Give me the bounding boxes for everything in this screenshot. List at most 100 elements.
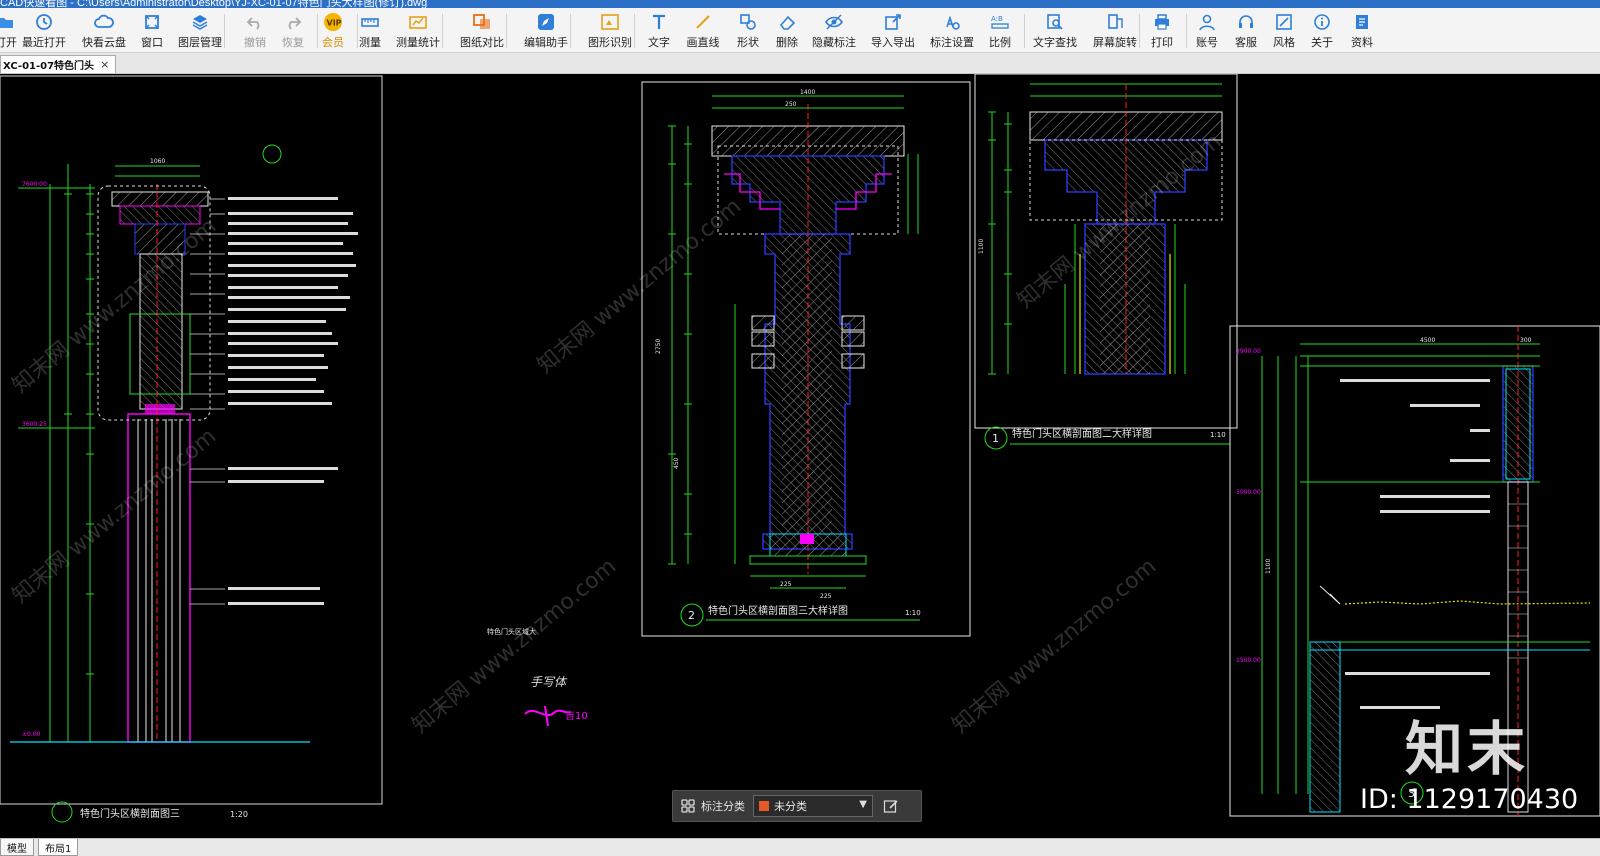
toolbar-button-3[interactable]: 窗口 — [130, 8, 174, 52]
category-color-swatch — [759, 801, 769, 811]
toolbar-button-6[interactable]: 恢复 — [271, 8, 315, 52]
annotation-category-select[interactable]: 未分类 ▼ — [753, 795, 873, 817]
toolbar-button-22[interactable]: 屏幕旋转 — [1093, 8, 1137, 52]
toolbar-button-label: 打印 — [1151, 36, 1173, 49]
toolbar-button-13[interactable]: 文字 — [637, 8, 681, 52]
left-top-dim: 1060 — [150, 158, 165, 165]
toolbar-button-18[interactable]: 导入导出 — [871, 8, 915, 52]
toolbar-separator — [506, 14, 507, 48]
title-bar: CAD快速看图 - C:\Users\Administrator\Desktop… — [0, 0, 1600, 8]
toolbar-button-4[interactable]: 图层管理 — [178, 8, 222, 52]
handwritten-mark: 吉10 — [524, 705, 588, 727]
left-frame — [0, 75, 383, 805]
toolbar-button-label: 账号 — [1196, 36, 1218, 49]
br-title-number: 3 — [1408, 787, 1415, 800]
eye-hide-icon — [824, 12, 844, 32]
right-vert-dim: 1100 — [978, 239, 985, 254]
folder-open-icon — [0, 12, 16, 32]
toolbar-button-15[interactable]: 形状 — [726, 8, 770, 52]
toolbar-button-21[interactable]: 文字查找 — [1033, 8, 1077, 52]
toolbar-button-label: 文字查找 — [1033, 36, 1077, 49]
toolbar-button-8[interactable]: 测量 — [348, 8, 392, 52]
toolbar-separator — [1139, 14, 1140, 48]
toolbar-button-label: 导入导出 — [871, 36, 915, 49]
toolbar-button-16[interactable]: 删除 — [765, 8, 809, 52]
small-caption: 特色门头区域大 — [487, 627, 536, 636]
toolbar-separator — [357, 14, 358, 48]
left-dim-ticks — [64, 193, 94, 743]
toolbar-button-label: 编辑助手 — [524, 36, 568, 49]
toolbar-button-17[interactable]: 隐藏标注 — [812, 8, 856, 52]
toolbar-button-11[interactable]: 编辑助手 — [524, 8, 568, 52]
annotation-settings-icon — [942, 12, 962, 32]
cad-drawing[interactable]: 7600.00 3600.25 ±0.00 1060 特色门头区横剖面图三 1:… — [0, 74, 1600, 838]
toolbar-button-27[interactable]: 关于 — [1300, 8, 1344, 52]
toolbar-button-label: 测量统计 — [396, 36, 440, 49]
svg-text:知末网 www.znzmo.com: 知末网 www.znzmo.com — [533, 194, 746, 379]
toolbar-button-14[interactable]: 画直线 — [681, 8, 725, 52]
eraser-icon — [777, 12, 797, 32]
toolbar-button-25[interactable]: 客服 — [1224, 8, 1268, 52]
document-tab[interactable]: XC-01-07特色门头 × — [0, 55, 117, 73]
measure-icon — [360, 12, 380, 32]
category-grid-icon[interactable] — [681, 799, 695, 813]
toolbar-button-23[interactable]: 打印 — [1140, 8, 1184, 52]
scale-icon: A:B — [990, 12, 1010, 32]
toolbar-button-2[interactable]: 快看云盘 — [82, 8, 126, 52]
toolbar-button-0[interactable]: 打开 — [0, 8, 28, 52]
toolbar-button-5[interactable]: 撤销 — [233, 8, 277, 52]
br-top-dim-2: 300 — [1520, 337, 1532, 344]
toolbar-button-label: 屏幕旋转 — [1093, 36, 1137, 49]
document-tab-bar: XC-01-07特色门头 × — [0, 53, 1600, 74]
tab-model[interactable]: 模型 — [0, 839, 34, 856]
toolbar-button-label: 会员 — [322, 36, 344, 49]
left-elevation-drawing: 7600.00 3600.25 ±0.00 1060 特色门头区横剖面图三 1:… — [0, 75, 383, 823]
right-drawing-scale: 1:10 — [1210, 431, 1226, 439]
chevron-down-icon[interactable]: ▼ — [859, 799, 867, 810]
middle-detail-drawing: 1400 250 — [641, 81, 971, 637]
svg-text:知末网 www.znzmo.com: 知末网 www.znzmo.com — [408, 554, 621, 739]
toolbar-button-label: 打开 — [0, 36, 17, 49]
svg-text:知末网 www.znzmo.com: 知末网 www.znzmo.com — [8, 214, 221, 399]
close-icon[interactable]: × — [100, 58, 110, 71]
bottom-right-frame — [1229, 325, 1600, 817]
toolbar-button-24[interactable]: 账号 — [1185, 8, 1229, 52]
toolbar-button-label: 窗口 — [141, 36, 163, 49]
toolbar-button-label: 图层管理 — [178, 36, 222, 49]
image-id-watermark: ID: 1129170430 — [1360, 784, 1579, 815]
toolbar-button-label: 图形识别 — [588, 36, 632, 49]
toolbar-button-12[interactable]: 图形识别 — [588, 8, 632, 52]
drawing-canvas[interactable]: 7600.00 3600.25 ±0.00 1060 特色门头区横剖面图三 1:… — [0, 74, 1600, 838]
user-icon — [1197, 12, 1217, 32]
toolbar-button-1[interactable]: 最近打开 — [22, 8, 66, 52]
toolbar-button-9[interactable]: 测量统计 — [396, 8, 440, 52]
toolbar-button-label: 最近打开 — [22, 36, 66, 49]
toolbar-button-28[interactable]: 资料 — [1340, 8, 1384, 52]
toolbar-button-26[interactable]: 风格 — [1262, 8, 1306, 52]
document-tab-label: XC-01-07特色门头 — [3, 61, 95, 72]
br-vert-dim: 1100 — [1265, 559, 1272, 574]
window-icon — [142, 12, 162, 32]
tab-layout-1[interactable]: 布局1 — [38, 839, 79, 856]
edit-icon[interactable] — [883, 798, 899, 814]
text-search-icon — [1045, 12, 1065, 32]
docs-icon — [1352, 12, 1372, 32]
mid-dim-250: 250 — [785, 101, 797, 108]
handwritten-note: 手写体 — [530, 675, 568, 689]
text-icon — [649, 12, 669, 32]
toolbar-button-10[interactable]: 图纸对比 — [460, 8, 504, 52]
toolbar-separator — [317, 14, 318, 48]
svg-text:知末网 www.znzmo.com: 知末网 www.znzmo.com — [8, 424, 221, 609]
left-leaders — [190, 198, 225, 605]
bottom-right-section-drawing: 4500 300 — [1229, 325, 1600, 817]
toolbar-separator — [1024, 14, 1025, 48]
mid-top-dim: 1400 — [800, 89, 815, 96]
level-label-top: 7600.00 — [22, 181, 47, 188]
toolbar-separator — [442, 14, 443, 48]
toolbar-button-19[interactable]: 标注设置 — [930, 8, 974, 52]
toolbar-separator — [634, 14, 635, 48]
mid-bottom-dim-a: 225 — [780, 581, 792, 588]
left-drawing-scale: 1:20 — [230, 810, 248, 819]
